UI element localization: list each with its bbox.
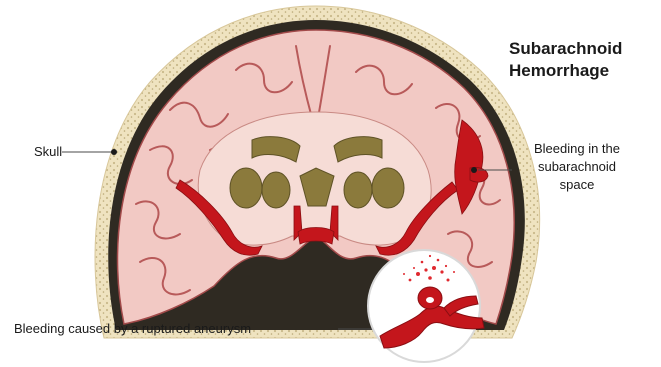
diagram-title: Subarachnoid Hemorrhage — [509, 38, 622, 82]
label-skull: Skull — [34, 143, 62, 161]
skull-pointer-dot — [111, 149, 117, 155]
bleed-pointer-dot — [471, 167, 477, 173]
title-line-2: Hemorrhage — [509, 60, 622, 82]
label-bleeding-subarachnoid: Bleeding in the subarachnoid space — [512, 140, 642, 194]
label-bleeding-line-2: subarachnoid — [512, 158, 642, 176]
title-line-1: Subarachnoid — [509, 38, 622, 60]
label-bleeding-line-1: Bleeding in the — [512, 140, 642, 158]
label-bleeding-line-3: space — [512, 176, 642, 194]
label-aneurysm: Bleeding caused by a ruptured aneurysm — [14, 320, 251, 338]
